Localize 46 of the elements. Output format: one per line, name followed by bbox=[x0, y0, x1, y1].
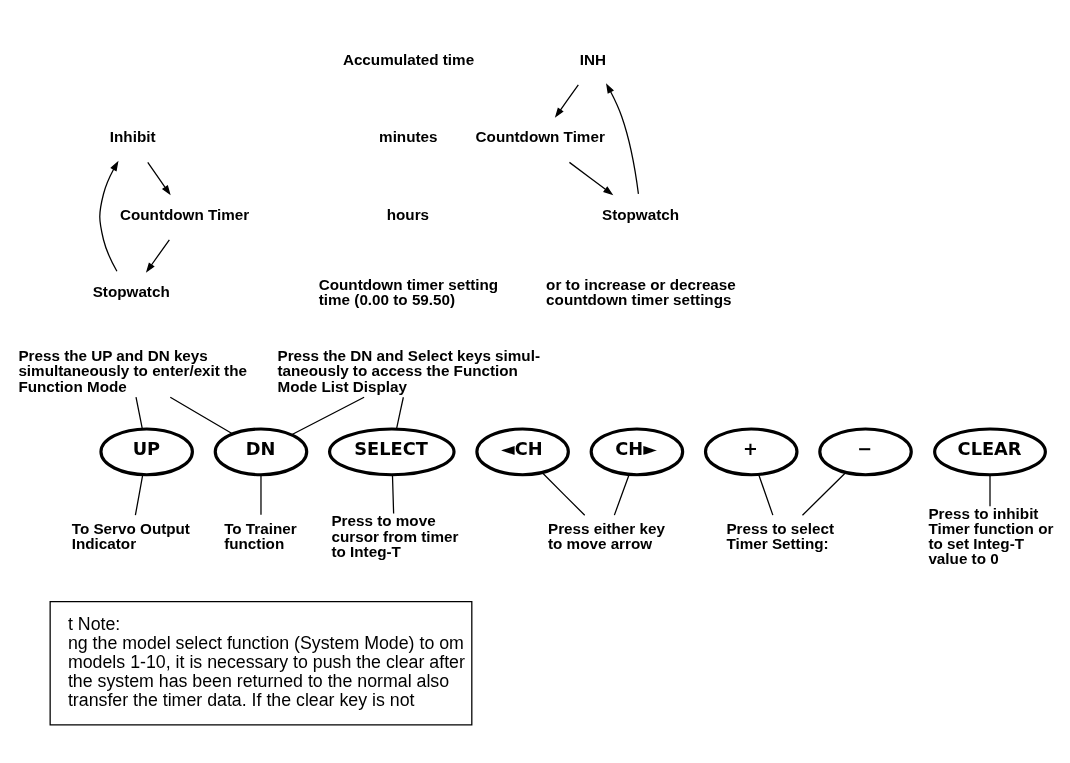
node-text: Press either key to move arrow bbox=[548, 519, 665, 552]
connector bbox=[613, 473, 630, 516]
connector bbox=[169, 396, 234, 434]
node-text: Countdown Timer bbox=[120, 205, 250, 223]
label: Accumulated time bbox=[342, 50, 475, 68]
node-text: Stopwatch bbox=[602, 205, 680, 223]
node-text: Stopwatch bbox=[92, 282, 170, 300]
connector bbox=[290, 396, 365, 435]
label: minutes bbox=[379, 127, 438, 145]
node-text: Countdown Timer bbox=[475, 127, 605, 145]
label: Countdown timer setting time (0.00 to 59.50) bbox=[318, 275, 499, 308]
label: or to increase or decrease countdown timer settings bbox=[546, 275, 736, 308]
node-text: Press the DN and Select keys simul- taneously to access the Function Mode List Display bbox=[277, 346, 540, 395]
arrow bbox=[145, 238, 170, 273]
connector bbox=[391, 474, 395, 514]
connector bbox=[134, 473, 144, 516]
node-ellipse: − bbox=[818, 426, 913, 476]
node-text: Press to select Timer Setting: bbox=[726, 519, 835, 552]
node-ellipse: UP bbox=[99, 426, 194, 476]
connector bbox=[989, 474, 991, 507]
connector bbox=[758, 473, 774, 516]
arrow bbox=[147, 161, 171, 195]
node-ellipse: CH► bbox=[589, 426, 685, 476]
node-text: Inhibit bbox=[109, 127, 156, 145]
node-text: To Trainer function bbox=[224, 519, 297, 552]
node-ellipse: CLEAR bbox=[933, 426, 1047, 476]
node-text: Press to move cursor from timer to Integ-T bbox=[331, 511, 459, 560]
node-ellipse: ◄CH bbox=[475, 426, 570, 476]
node-ellipse: DN bbox=[213, 426, 309, 476]
arrow bbox=[606, 82, 640, 195]
connector bbox=[801, 471, 847, 516]
arrow bbox=[554, 83, 579, 118]
node-text: INH bbox=[579, 50, 607, 68]
arrow bbox=[99, 160, 119, 272]
connector bbox=[395, 396, 404, 429]
arrow bbox=[568, 161, 614, 195]
node-box: t Note: ng the model select function (System Mode) to om models 1-10, it is necessary to push the clear after the system has been returned to the normal also transfer the timer data. If the clear key is not bbox=[49, 600, 473, 726]
connector bbox=[135, 396, 143, 429]
node-ellipse: + bbox=[703, 426, 799, 476]
node-text: Press the UP and DN keys simultaneously to enter/exit the Function Mode bbox=[18, 346, 247, 395]
node-ellipse: SELECT bbox=[328, 426, 456, 476]
node-text: Press to inhibit Timer function or to set Integ-T value to 0 bbox=[928, 504, 1054, 567]
node-text: To Servo Output Indicator bbox=[71, 519, 190, 552]
connector bbox=[541, 471, 586, 516]
connector bbox=[260, 474, 262, 515]
label: hours bbox=[386, 205, 430, 223]
